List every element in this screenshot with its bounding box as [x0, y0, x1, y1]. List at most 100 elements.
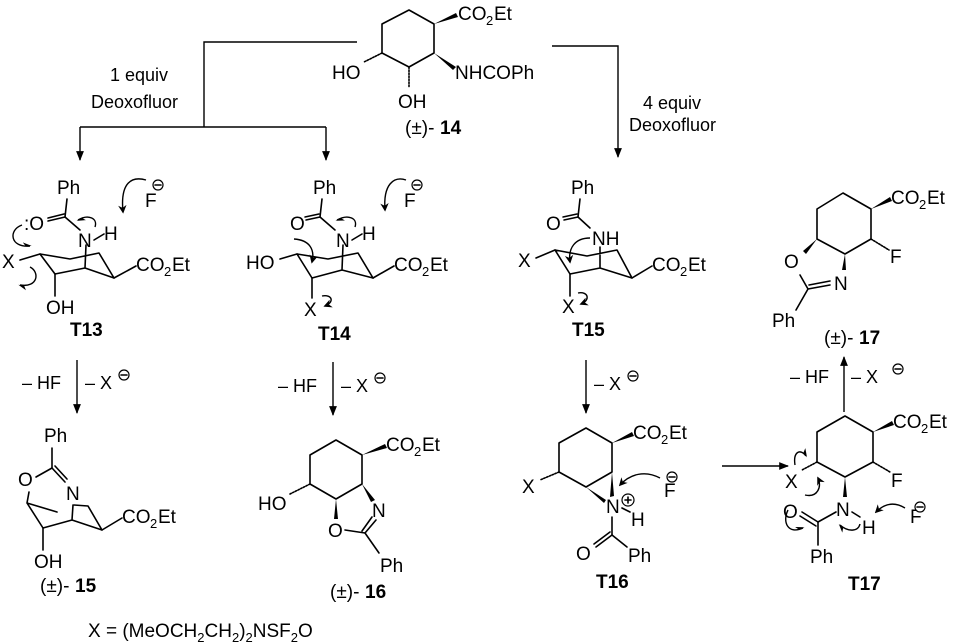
svg-text:F: F [890, 247, 902, 268]
svg-text:Ph: Ph [380, 556, 403, 577]
svg-text:Et: Et [172, 255, 191, 276]
svg-text:– HF: – HF [790, 367, 829, 387]
svg-text:(±)-: (±)- [824, 328, 853, 349]
svg-text:O: O [576, 544, 591, 565]
svg-text:O: O [546, 214, 561, 235]
svg-text:H: H [362, 224, 376, 245]
svg-text:(±)-: (±)- [330, 582, 359, 603]
svg-text:Ph: Ph [571, 178, 594, 199]
svg-text:Et: Et [927, 188, 946, 209]
svg-text:O: O [784, 252, 799, 273]
T17-label: T17 [848, 574, 881, 595]
svg-text:F: F [891, 471, 903, 492]
svg-text:X: X [562, 297, 575, 318]
svg-text:2: 2 [680, 264, 687, 279]
svg-text:N: N [66, 484, 80, 505]
product-17-label: 17 [859, 328, 880, 349]
svg-text:2: 2 [150, 516, 157, 531]
svg-text:X: X [522, 477, 535, 498]
svg-text:2: 2 [486, 13, 493, 28]
product-17: CO 2 Et F O N Ph (±)- 17 [772, 188, 946, 349]
svg-text:H: H [104, 224, 118, 245]
svg-text:X: X [518, 251, 531, 272]
left-conditions-line2: Deoxofluor [91, 92, 178, 112]
svg-text:O: O [328, 521, 343, 542]
svg-text:Et: Et [494, 4, 513, 25]
svg-text:– HF: – HF [278, 376, 317, 396]
svg-text:2: 2 [414, 444, 421, 459]
svg-text:H: H [862, 518, 876, 539]
svg-text:Et: Et [669, 423, 688, 444]
svg-text:Et: Et [688, 255, 707, 276]
svg-text:Et: Et [422, 435, 441, 456]
svg-text:X = (MeOCH2CH2)2NSF2O: X = (MeOCH2CH2)2NSF2O [88, 621, 313, 643]
product-15-label: 15 [75, 576, 97, 597]
svg-text:X: X [785, 472, 798, 493]
svg-text:– HF: – HF [22, 373, 61, 393]
svg-text:CO: CO [394, 255, 423, 276]
svg-text:F: F [404, 191, 416, 212]
svg-text:2: 2 [919, 197, 926, 212]
hydroxyl-1: HO [332, 63, 361, 84]
svg-text:Ph: Ph [57, 178, 80, 199]
product-16-label: 16 [365, 582, 386, 603]
svg-text:N: N [336, 231, 350, 252]
svg-text:Ph: Ph [772, 311, 795, 332]
step-arrow-T15-T16: – X [582, 360, 639, 414]
svg-text:F: F [910, 507, 922, 528]
svg-text:O: O [18, 470, 33, 491]
svg-text:2: 2 [422, 264, 429, 279]
svg-text:CO: CO [136, 255, 165, 276]
svg-text:O: O [290, 214, 305, 235]
svg-text:Ph: Ph [313, 178, 336, 199]
step-arrow-T17-17: – HF – X [790, 356, 904, 412]
svg-text:2: 2 [164, 264, 171, 279]
svg-text:OH: OH [34, 552, 63, 573]
T14-label: T14 [318, 324, 351, 345]
svg-text:OH: OH [46, 298, 75, 319]
right-branch-arrow: 4 equiv Deoxofluor [552, 45, 716, 158]
svg-text:N: N [606, 497, 620, 518]
amide-group: NHCOPh [455, 63, 534, 84]
svg-text:NH: NH [592, 229, 619, 250]
svg-text:N: N [834, 274, 848, 295]
T15-label: T15 [572, 320, 605, 341]
svg-text:F: F [145, 191, 157, 212]
svg-text:O: O [783, 502, 798, 523]
svg-text:– X: – X [851, 367, 878, 387]
svg-text:– X: – X [341, 376, 368, 396]
intermediate-T17: CO 2 Et F X N H O Ph T17 F [783, 412, 948, 595]
svg-text:Et: Et [430, 255, 449, 276]
intermediate-T13: Ph :O N H X CO 2 Et OH T13 F [2, 178, 191, 341]
svg-text:Et: Et [929, 412, 948, 433]
step-arrows-left: – HF – X – HF – X [22, 360, 386, 416]
svg-text:X: X [2, 252, 15, 273]
svg-text:– X: – X [85, 373, 112, 393]
intermediate-T14: Ph O N H HO CO 2 Et X T14 F [246, 178, 449, 345]
svg-text:2: 2 [921, 421, 928, 436]
compound-label-14: 14 [440, 118, 462, 139]
svg-text::O: :O [24, 214, 44, 235]
right-conditions-line2: Deoxofluor [629, 115, 716, 135]
right-conditions-line1: 4 equiv [643, 93, 701, 113]
svg-text:N: N [78, 231, 92, 252]
svg-text:Ph: Ph [810, 547, 833, 568]
svg-text:CO: CO [893, 412, 922, 433]
T16-label: T16 [596, 572, 629, 593]
svg-text:CO: CO [633, 423, 662, 444]
left-branch-arrows: 1 equiv Deoxofluor [76, 41, 357, 161]
ester-co: CO [458, 4, 487, 25]
svg-text:HO: HO [258, 494, 287, 515]
svg-text:X: X [304, 300, 317, 321]
hydroxyl-2: OH [398, 92, 427, 113]
svg-text:Ph: Ph [44, 426, 67, 447]
svg-text:N: N [836, 500, 850, 521]
product-16: CO 2 Et N HO O Ph (±)- 16 [258, 435, 441, 603]
product-15: Ph O N CO 2 Et OH (±)- 15 [18, 426, 177, 597]
svg-text:H: H [631, 510, 645, 531]
left-conditions-line1: 1 equiv [110, 65, 168, 85]
compound-14: CO 2 Et NHCOPh HO OH (±)- 14 [332, 4, 534, 139]
T13-label: T13 [70, 320, 103, 341]
svg-text:CO: CO [122, 507, 151, 528]
